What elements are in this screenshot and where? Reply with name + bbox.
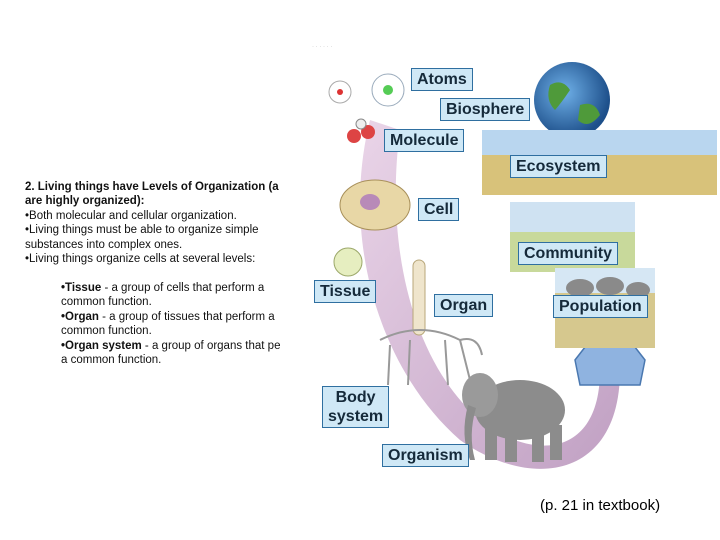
organ-def-1: - a group of tissues that perform a <box>98 310 275 323</box>
tissue-term: •Tissue <box>61 282 102 294</box>
label-atoms: Atoms <box>411 68 473 91</box>
tissue-illustration <box>333 247 363 277</box>
label-organ: Organ <box>434 294 494 317</box>
label-molecule: Molecule <box>384 129 465 152</box>
label-body-system-line-2: system <box>328 408 384 425</box>
organ-term: •Organ <box>61 310 99 323</box>
organ-system-def-2: a common function. <box>61 354 162 367</box>
heading-line-1: 2. Living things have Levels of Organiza… <box>25 181 279 193</box>
text-block: 2. Living things have Levels of Organiza… <box>25 180 287 266</box>
tissue-def-2: common function. <box>61 296 152 309</box>
tissue-item: •Tissue - a group of cells that perform … <box>61 281 287 295</box>
organ-system-def-1: - a group of organs that pe <box>141 339 281 352</box>
organ-bone-illustration <box>412 259 426 336</box>
hierarchy-arrow <box>360 120 620 469</box>
organ-def-2: common function. <box>61 325 152 338</box>
label-cell: Cell <box>418 198 460 221</box>
tissue-def-1: - a group of cells that perform a <box>101 282 265 294</box>
label-tissue: Tissue <box>314 280 377 303</box>
bullet-organize-1: •Living things must be able to organize … <box>25 224 259 237</box>
atoms-illustration <box>328 73 405 107</box>
organ-system-term: •Organ system <box>61 339 142 352</box>
levels-of-organization-figure: Atoms Biosphere Molecule Ecosystem Cell … <box>300 40 720 480</box>
label-population: Population <box>553 295 648 318</box>
label-biosphere: Biosphere <box>440 98 531 121</box>
bullet-levels: •Living things organize cells at several… <box>25 253 256 266</box>
faint-figure-credit: · · · · · · <box>312 44 333 50</box>
population-elephants <box>566 277 650 298</box>
heading-line-2: are highly organized): <box>25 195 145 208</box>
elephant-illustration <box>462 373 565 462</box>
organ-system-item: •Organ system - a group of organs that p… <box>61 339 287 353</box>
molecule-illustration <box>347 118 375 143</box>
label-community: Community <box>518 242 618 265</box>
bullet-molecular: •Both molecular and cellular organizatio… <box>25 209 237 222</box>
globe-illustration <box>534 62 610 138</box>
organ-item: •Organ - a group of tissues that perform… <box>61 310 287 324</box>
figure-artwork <box>328 62 717 469</box>
textbook-page-caption: (p. 21 in textbook) <box>540 497 661 514</box>
skeleton-illustration <box>379 329 483 386</box>
bullet-organize-2: substances into complex ones. <box>25 238 183 251</box>
label-ecosystem: Ecosystem <box>510 155 607 178</box>
label-organism: Organism <box>382 444 469 467</box>
label-body-system-line-1: Body <box>335 389 376 406</box>
sub-list: •Tissue - a group of cells that perform … <box>61 281 287 367</box>
label-body-system: Body system <box>322 386 390 428</box>
